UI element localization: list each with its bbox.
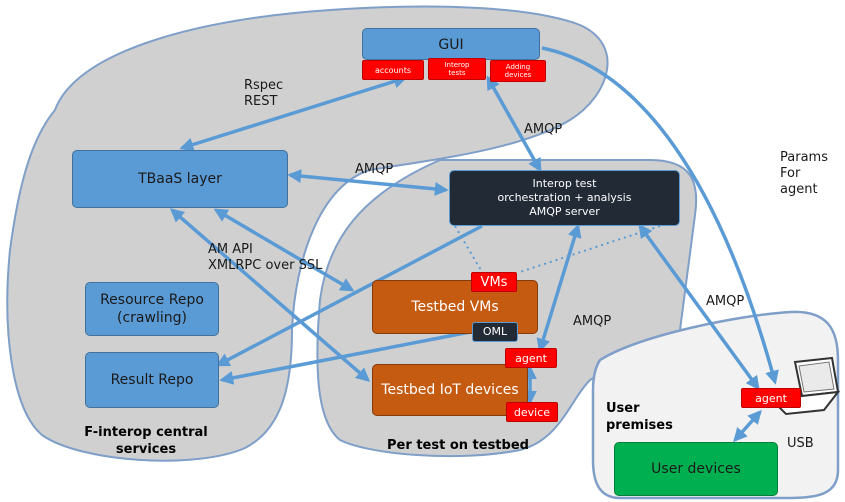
interop-tests-tag[interactable]: Interop tests <box>428 58 486 80</box>
resource-repo-box[interactable]: Resource Repo (crawling) <box>85 282 219 336</box>
amqp-gui-label: AMQP <box>524 122 563 137</box>
connectors <box>169 46 779 443</box>
tbaas-layer-box[interactable]: TBaaS layer <box>72 150 288 208</box>
amqp-testbed-label: AMQP <box>573 314 612 329</box>
adding-devices-tag[interactable]: Adding devices <box>490 60 546 82</box>
testbed-agent-tag[interactable]: agent <box>505 348 557 368</box>
arrow-orchestrator-result <box>215 224 483 367</box>
arrow-tbaas-iot <box>169 208 371 382</box>
arrow-gui-user-agent <box>541 46 779 385</box>
oml-tag[interactable]: OML <box>472 322 518 342</box>
arrow-orchestrator-agent <box>536 223 582 353</box>
user-devices-box[interactable]: User devices <box>614 442 778 496</box>
usb-label: USB <box>787 436 814 451</box>
gui-box[interactable]: GUI <box>362 28 540 60</box>
orchestrator-box[interactable]: Interop test orchestration + analysis AM… <box>449 170 680 226</box>
am-api-label: AM API XMLRPC over SSL <box>208 242 323 273</box>
gui-label: GUI <box>438 37 464 53</box>
vms-tag[interactable]: VMs <box>471 272 517 292</box>
arrow-gui-orchestrator <box>486 75 542 173</box>
testbed-iot-box[interactable]: Testbed IoT devices <box>372 364 528 416</box>
amqp-tbaas-label: AMQP <box>355 162 394 177</box>
params-agent-label: Params For agent <box>780 150 828 197</box>
rspec-rest-label: Rspec REST <box>244 78 284 109</box>
arrow-usb <box>733 409 762 443</box>
result-repo-box[interactable]: Result Repo <box>85 352 219 408</box>
device-tag[interactable]: device <box>506 402 558 422</box>
dotted-links <box>454 225 661 273</box>
amqp-user-label: AMQP <box>706 294 745 309</box>
user-agent-tag[interactable]: agent <box>741 388 801 408</box>
accounts-tag[interactable]: accounts <box>362 60 424 80</box>
laptop-icon <box>769 356 841 416</box>
arrow-gui-tbaas <box>179 74 408 152</box>
arrow-orchestrator-user-agent <box>638 223 760 391</box>
arrow-tbaas-orchestrator <box>287 169 449 196</box>
user-premises-title: User premises <box>606 401 673 433</box>
central-services-title: F-interop central services <box>84 425 208 457</box>
testbed-region-title: Per test on testbed <box>387 438 529 453</box>
arrow-oml-result <box>219 330 471 385</box>
